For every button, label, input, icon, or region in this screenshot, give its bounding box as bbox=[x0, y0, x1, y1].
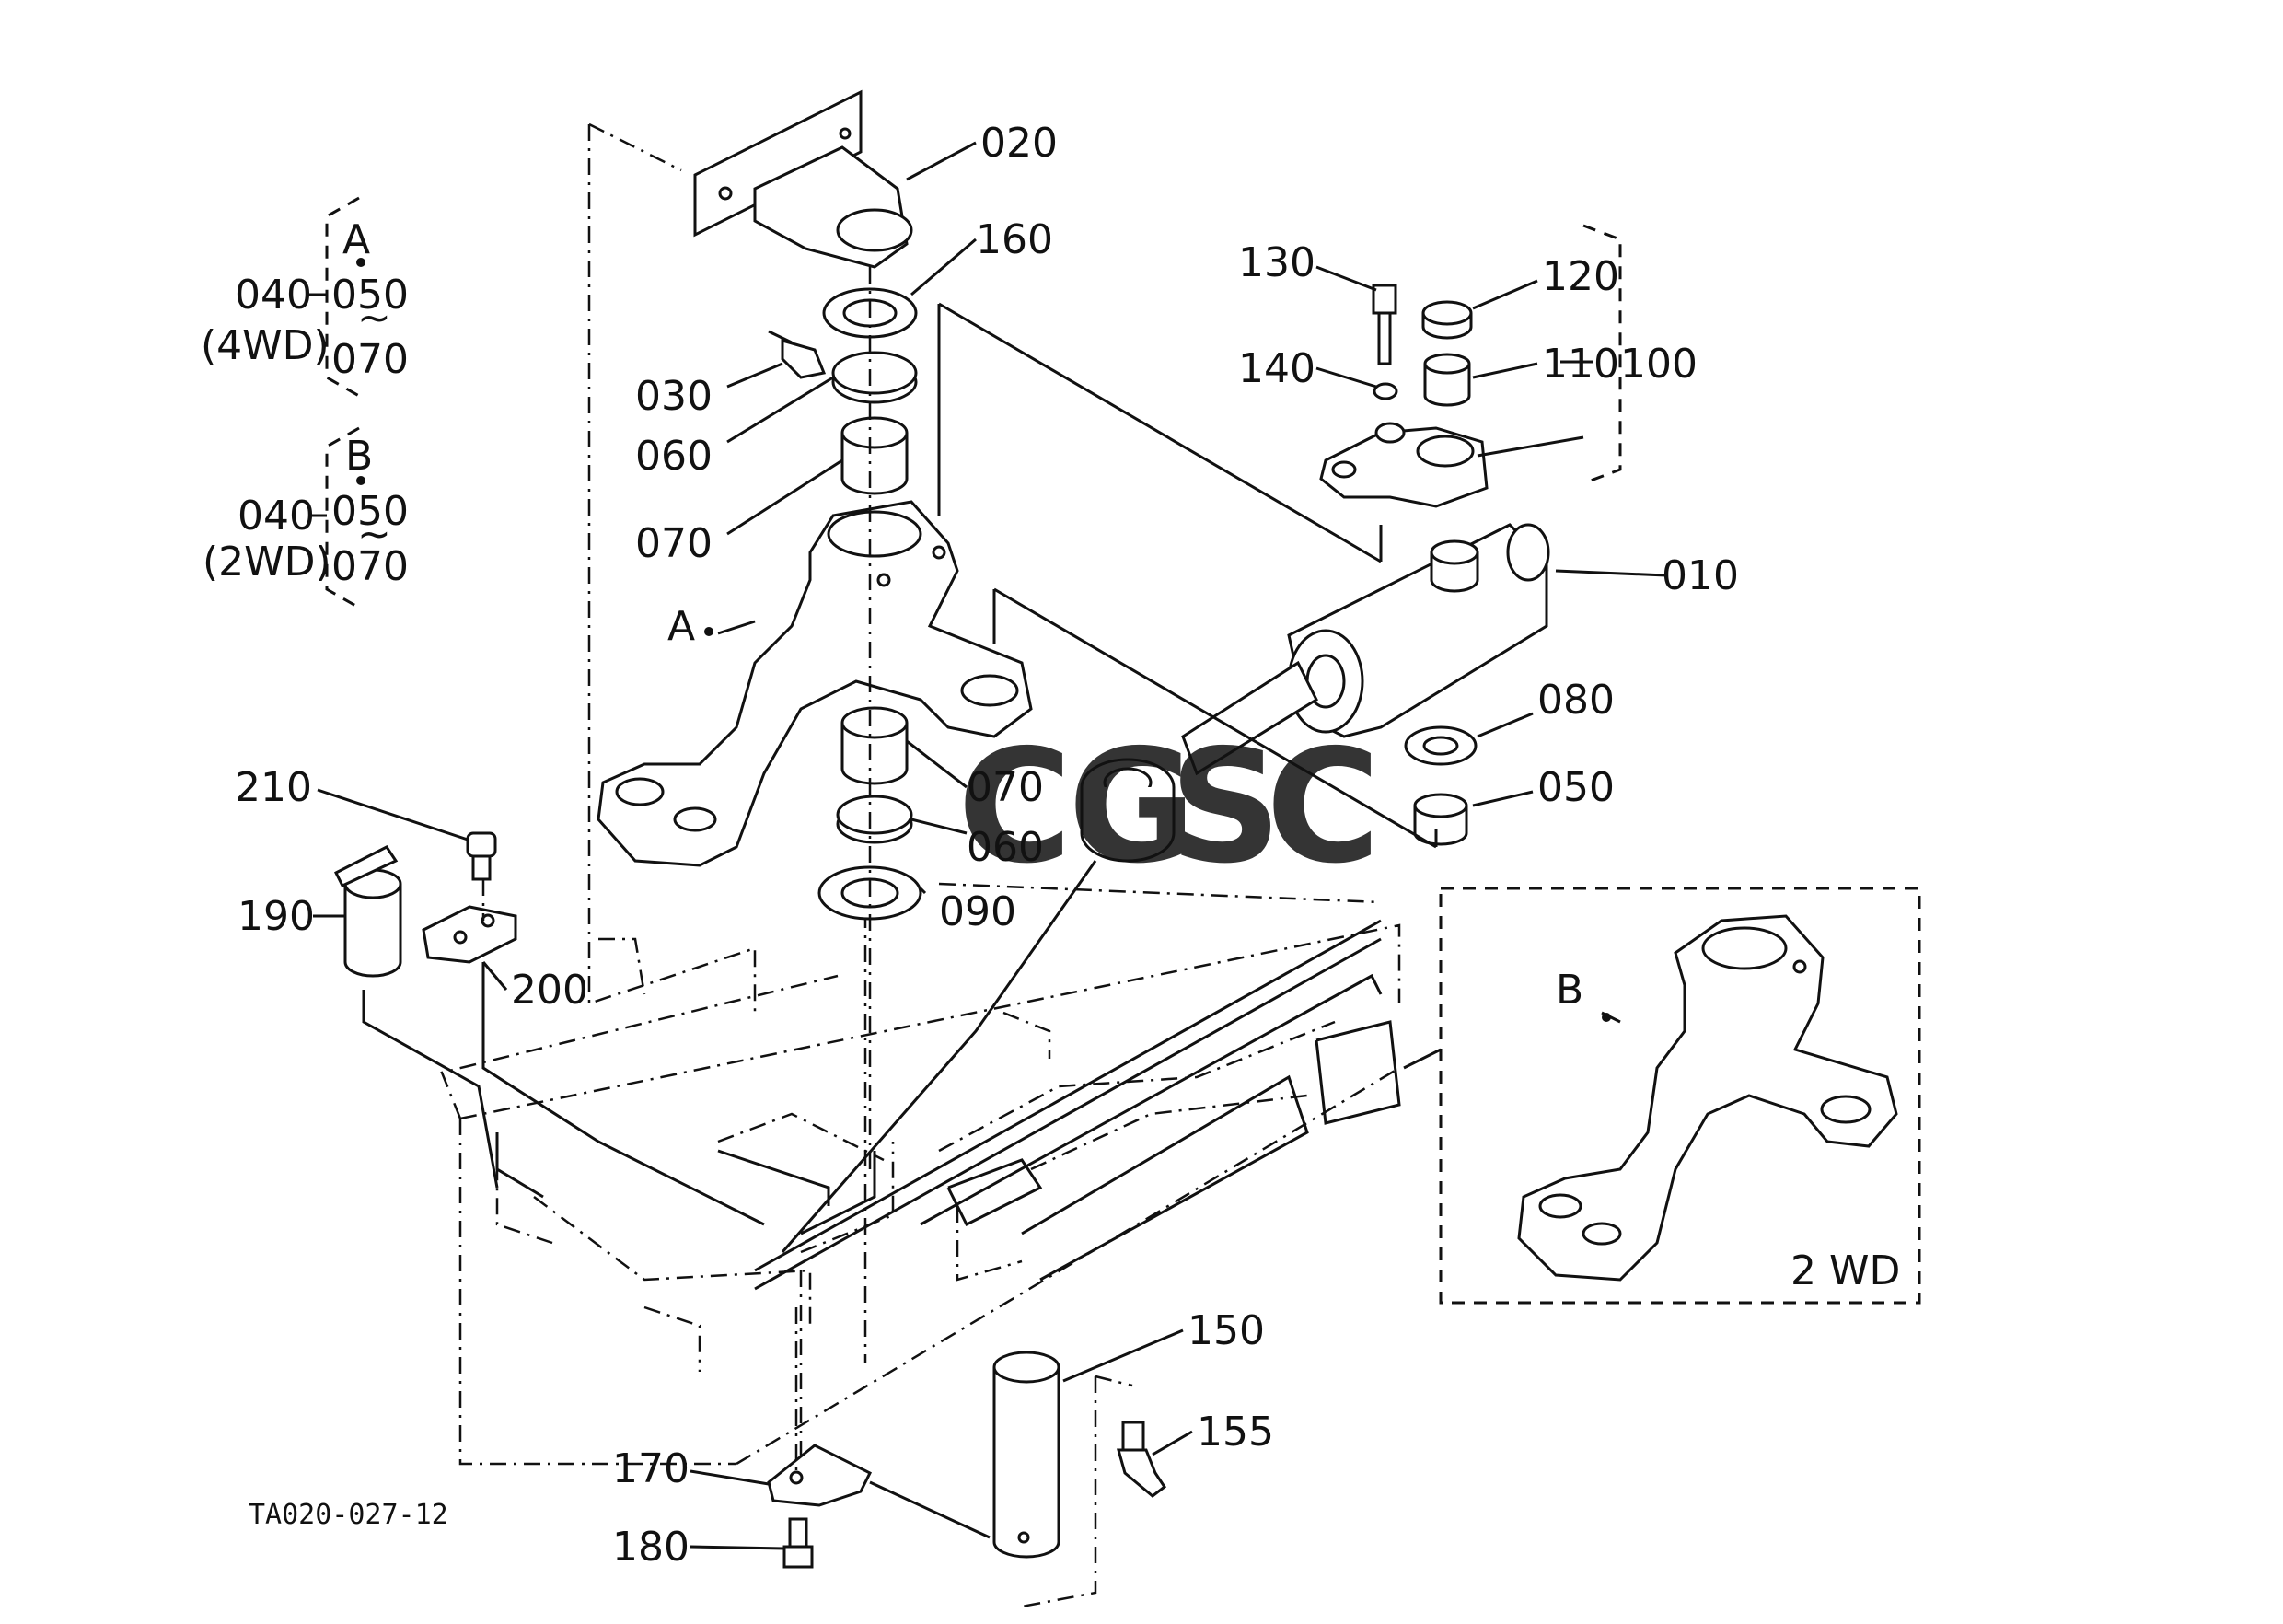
part-100-rod-end bbox=[1319, 422, 1489, 508]
part-020-bracket bbox=[693, 89, 913, 269]
part-060-ring-lower bbox=[836, 795, 913, 844]
label-020: 020 bbox=[980, 120, 1058, 167]
part-050-bushing bbox=[1413, 793, 1468, 846]
part-070-bushing-lower bbox=[840, 706, 909, 785]
part-labels: 020 160 030 060 070 070 060 090 130 120 … bbox=[235, 120, 1900, 1571]
label-050: 050 bbox=[1537, 764, 1615, 811]
legend-b-bottom: 070 bbox=[331, 543, 409, 590]
label-150: 150 bbox=[1188, 1307, 1265, 1354]
part-010-cylinder bbox=[1080, 523, 1550, 863]
part-170-plate bbox=[767, 1444, 873, 1507]
legend-b-tilde: ~ bbox=[357, 511, 391, 558]
legend-a-bottom: 070 bbox=[331, 336, 409, 383]
part-130-bolt bbox=[1372, 284, 1397, 365]
label-090: 090 bbox=[939, 888, 1016, 935]
label-030: 030 bbox=[635, 373, 713, 420]
legend-b-top: 050 bbox=[331, 488, 409, 535]
group-100-bracket bbox=[1582, 224, 1622, 485]
label-080: 080 bbox=[1537, 677, 1615, 724]
part-190-pin bbox=[333, 845, 402, 978]
label-inset-2wd: 2 WD bbox=[1790, 1247, 1900, 1294]
watermark-letter-3: S bbox=[1169, 716, 1281, 899]
label-ref-a: A bbox=[667, 603, 695, 650]
legend-a-top: 050 bbox=[331, 272, 409, 319]
part-060-ring-upper bbox=[831, 351, 918, 404]
label-155: 155 bbox=[1197, 1409, 1274, 1456]
frame-rails bbox=[495, 919, 1401, 1291]
part-120-cap bbox=[1421, 300, 1473, 340]
label-180: 180 bbox=[612, 1524, 690, 1571]
label-060-lower: 060 bbox=[967, 824, 1044, 871]
label-190: 190 bbox=[238, 893, 315, 940]
legend-a-variant: (4WD) bbox=[201, 322, 330, 369]
pin-guide-lines bbox=[362, 879, 765, 1226]
legend-group-a: A 040 050 ~ (4WD) 070 bbox=[201, 196, 409, 398]
label-130: 130 bbox=[1238, 239, 1315, 286]
lower-pin-guide-lines bbox=[794, 1307, 991, 1539]
part-210-fitting bbox=[466, 831, 497, 881]
part-155-grease-nipple bbox=[1117, 1421, 1167, 1498]
watermark-logo: C G S C bbox=[957, 716, 1381, 899]
label-120: 120 bbox=[1542, 253, 1619, 300]
watermark-letter-1: C bbox=[957, 716, 1072, 899]
label-140: 140 bbox=[1238, 345, 1315, 392]
label-010: 010 bbox=[1662, 552, 1739, 599]
legend-a-letter: A bbox=[342, 216, 370, 263]
legend-b-letter: B bbox=[345, 433, 373, 480]
label-200: 200 bbox=[511, 967, 588, 1014]
legend-a-tilde: ~ bbox=[357, 295, 391, 342]
legend-b-part: 040 bbox=[238, 493, 315, 539]
legend-a-part: 040 bbox=[235, 272, 312, 319]
part-110-bushing bbox=[1423, 353, 1471, 407]
legend-group-b: B 040 050 ~ (2WD) 070 bbox=[203, 426, 409, 609]
label-110: 110 bbox=[1542, 341, 1619, 388]
doc-code: TA020-027-12 bbox=[249, 1499, 448, 1531]
label-210: 210 bbox=[235, 764, 312, 811]
part-180-bolt bbox=[782, 1517, 814, 1569]
part-150-pin bbox=[992, 1351, 1060, 1559]
cylinder-guide-lines bbox=[781, 302, 1438, 1253]
legend-b-variant: (2WD) bbox=[203, 539, 331, 586]
label-070-lower: 070 bbox=[967, 764, 1044, 811]
label-ref-b: B bbox=[1556, 967, 1583, 1014]
part-200-plate bbox=[422, 905, 517, 964]
watermark-letter-4: C bbox=[1266, 716, 1381, 899]
label-170: 170 bbox=[612, 1445, 690, 1492]
inset-2wd bbox=[1403, 887, 1921, 1305]
label-100: 100 bbox=[1620, 341, 1698, 388]
part-070-bushing-upper bbox=[840, 416, 909, 495]
part-040-knuckle-arm-4wd bbox=[597, 500, 1033, 867]
part-030-bolt bbox=[768, 330, 827, 379]
label-160: 160 bbox=[976, 216, 1053, 263]
label-060-upper: 060 bbox=[635, 433, 713, 480]
leader-lines bbox=[313, 141, 1667, 1550]
part-080-washer bbox=[1404, 725, 1478, 766]
part-140-washer bbox=[1373, 382, 1398, 400]
label-070-upper: 070 bbox=[635, 520, 713, 567]
watermark-letter-2: G bbox=[1068, 716, 1197, 899]
